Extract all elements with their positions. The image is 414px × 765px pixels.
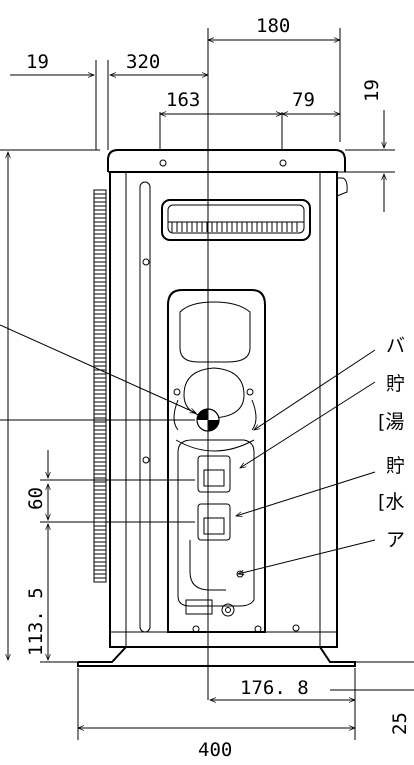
top-vent — [161, 199, 311, 241]
screws — [142, 159, 300, 633]
dim-163: 163 — [166, 89, 200, 111]
dimension-lines — [5, 37, 387, 731]
heat-exchanger-fins — [93, 189, 107, 583]
reference-lines — [0, 28, 414, 740]
dim-176-8: 176. 8 — [240, 677, 309, 699]
callout-labels: バ 貯 [湯 貯 [水 ア — [378, 335, 405, 551]
dim-25: 25 — [389, 712, 411, 735]
dim-180: 180 — [256, 15, 290, 37]
label-1: バ — [386, 335, 405, 357]
label-3: [湯 — [378, 411, 404, 433]
side-slot — [139, 181, 151, 633]
dim-400: 400 — [198, 739, 232, 761]
label-6: ア — [386, 529, 405, 551]
dimension-labels: 180 19 320 163 79 19 60 113. 5 176. 8 40… — [25, 15, 411, 761]
label-2: 貯 — [386, 373, 405, 395]
dim-60: 60 — [25, 487, 47, 510]
leader-lines — [0, 324, 376, 576]
label-4: 貯 — [386, 455, 405, 477]
dim-19-right: 19 — [361, 79, 383, 102]
dim-320: 320 — [126, 51, 160, 73]
dim-113-5: 113. 5 — [25, 587, 47, 656]
dim-79: 79 — [292, 89, 315, 111]
unit-outline — [77, 149, 356, 667]
dim-19-left: 19 — [26, 51, 49, 73]
label-5: [水 — [378, 491, 404, 513]
